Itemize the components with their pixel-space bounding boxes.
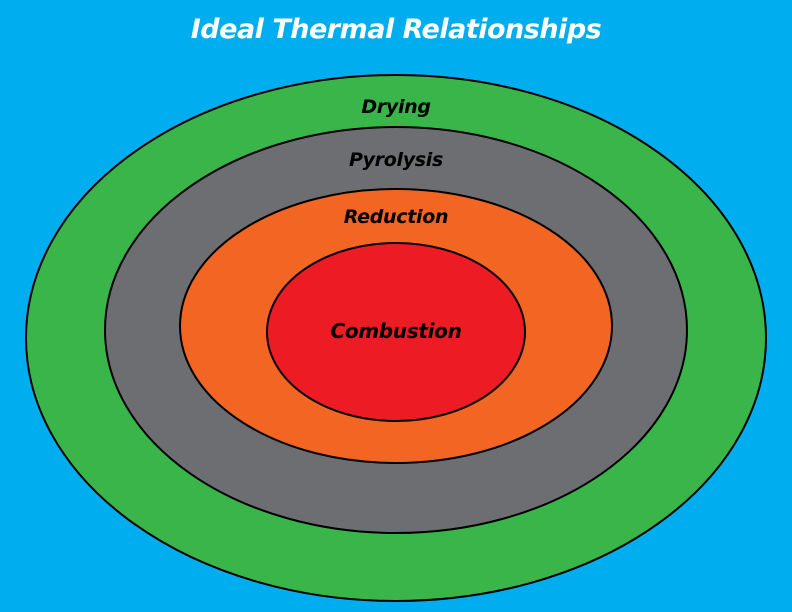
- drying-label: Drying: [361, 96, 430, 118]
- reduction-label: Reduction: [344, 206, 448, 228]
- pyrolysis-label: Pyrolysis: [349, 149, 443, 171]
- combustion-label: Combustion: [330, 319, 461, 343]
- diagram-title: Ideal Thermal Relationships: [190, 14, 602, 45]
- combustion-zone-ellipse: [266, 242, 526, 422]
